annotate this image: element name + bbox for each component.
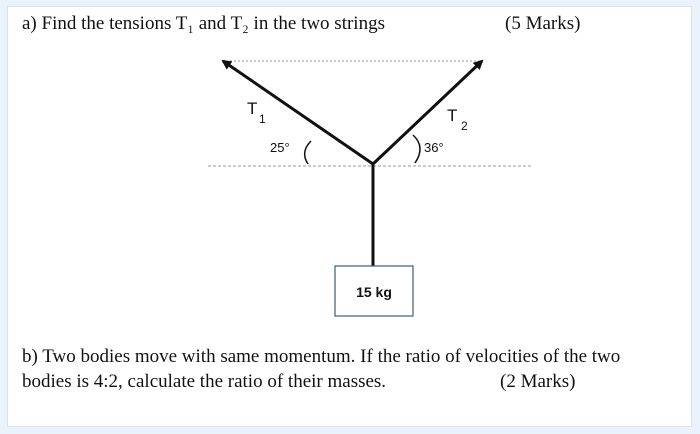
angle-arc-right: [412, 134, 421, 164]
question-card: a) Find the tensions T₁ and T₂ in the tw…: [7, 6, 692, 427]
mass-box: [334, 265, 414, 317]
question-a-text: a) Find the tensions T₁ and T₂ in the tw…: [22, 13, 385, 34]
angle-left-label: 25°: [270, 140, 290, 155]
question-b-line-2: bodies is 4:2, calculate the ratio of th…: [22, 371, 387, 392]
tension-1-subscript: 1: [259, 112, 266, 126]
string-2: [371, 59, 484, 166]
question-a-marks: (5 Marks): [505, 13, 581, 34]
tension-1-letter: T: [247, 99, 257, 118]
tension-2-subscript: 2: [461, 119, 468, 133]
question-b-line-1: b) Two bodies move with same momentum. I…: [22, 346, 621, 367]
tension-2-letter: T: [447, 106, 457, 125]
string-1: [221, 59, 374, 166]
mass-label: 15 kg: [356, 284, 392, 300]
tension-diagram: T 1 T 2 25° 36° 15 kg: [208, 59, 533, 317]
angle-right-label: 36°: [424, 140, 444, 155]
angle-arc-left: [303, 140, 312, 165]
question-b-marks: (2 Marks): [500, 371, 576, 392]
